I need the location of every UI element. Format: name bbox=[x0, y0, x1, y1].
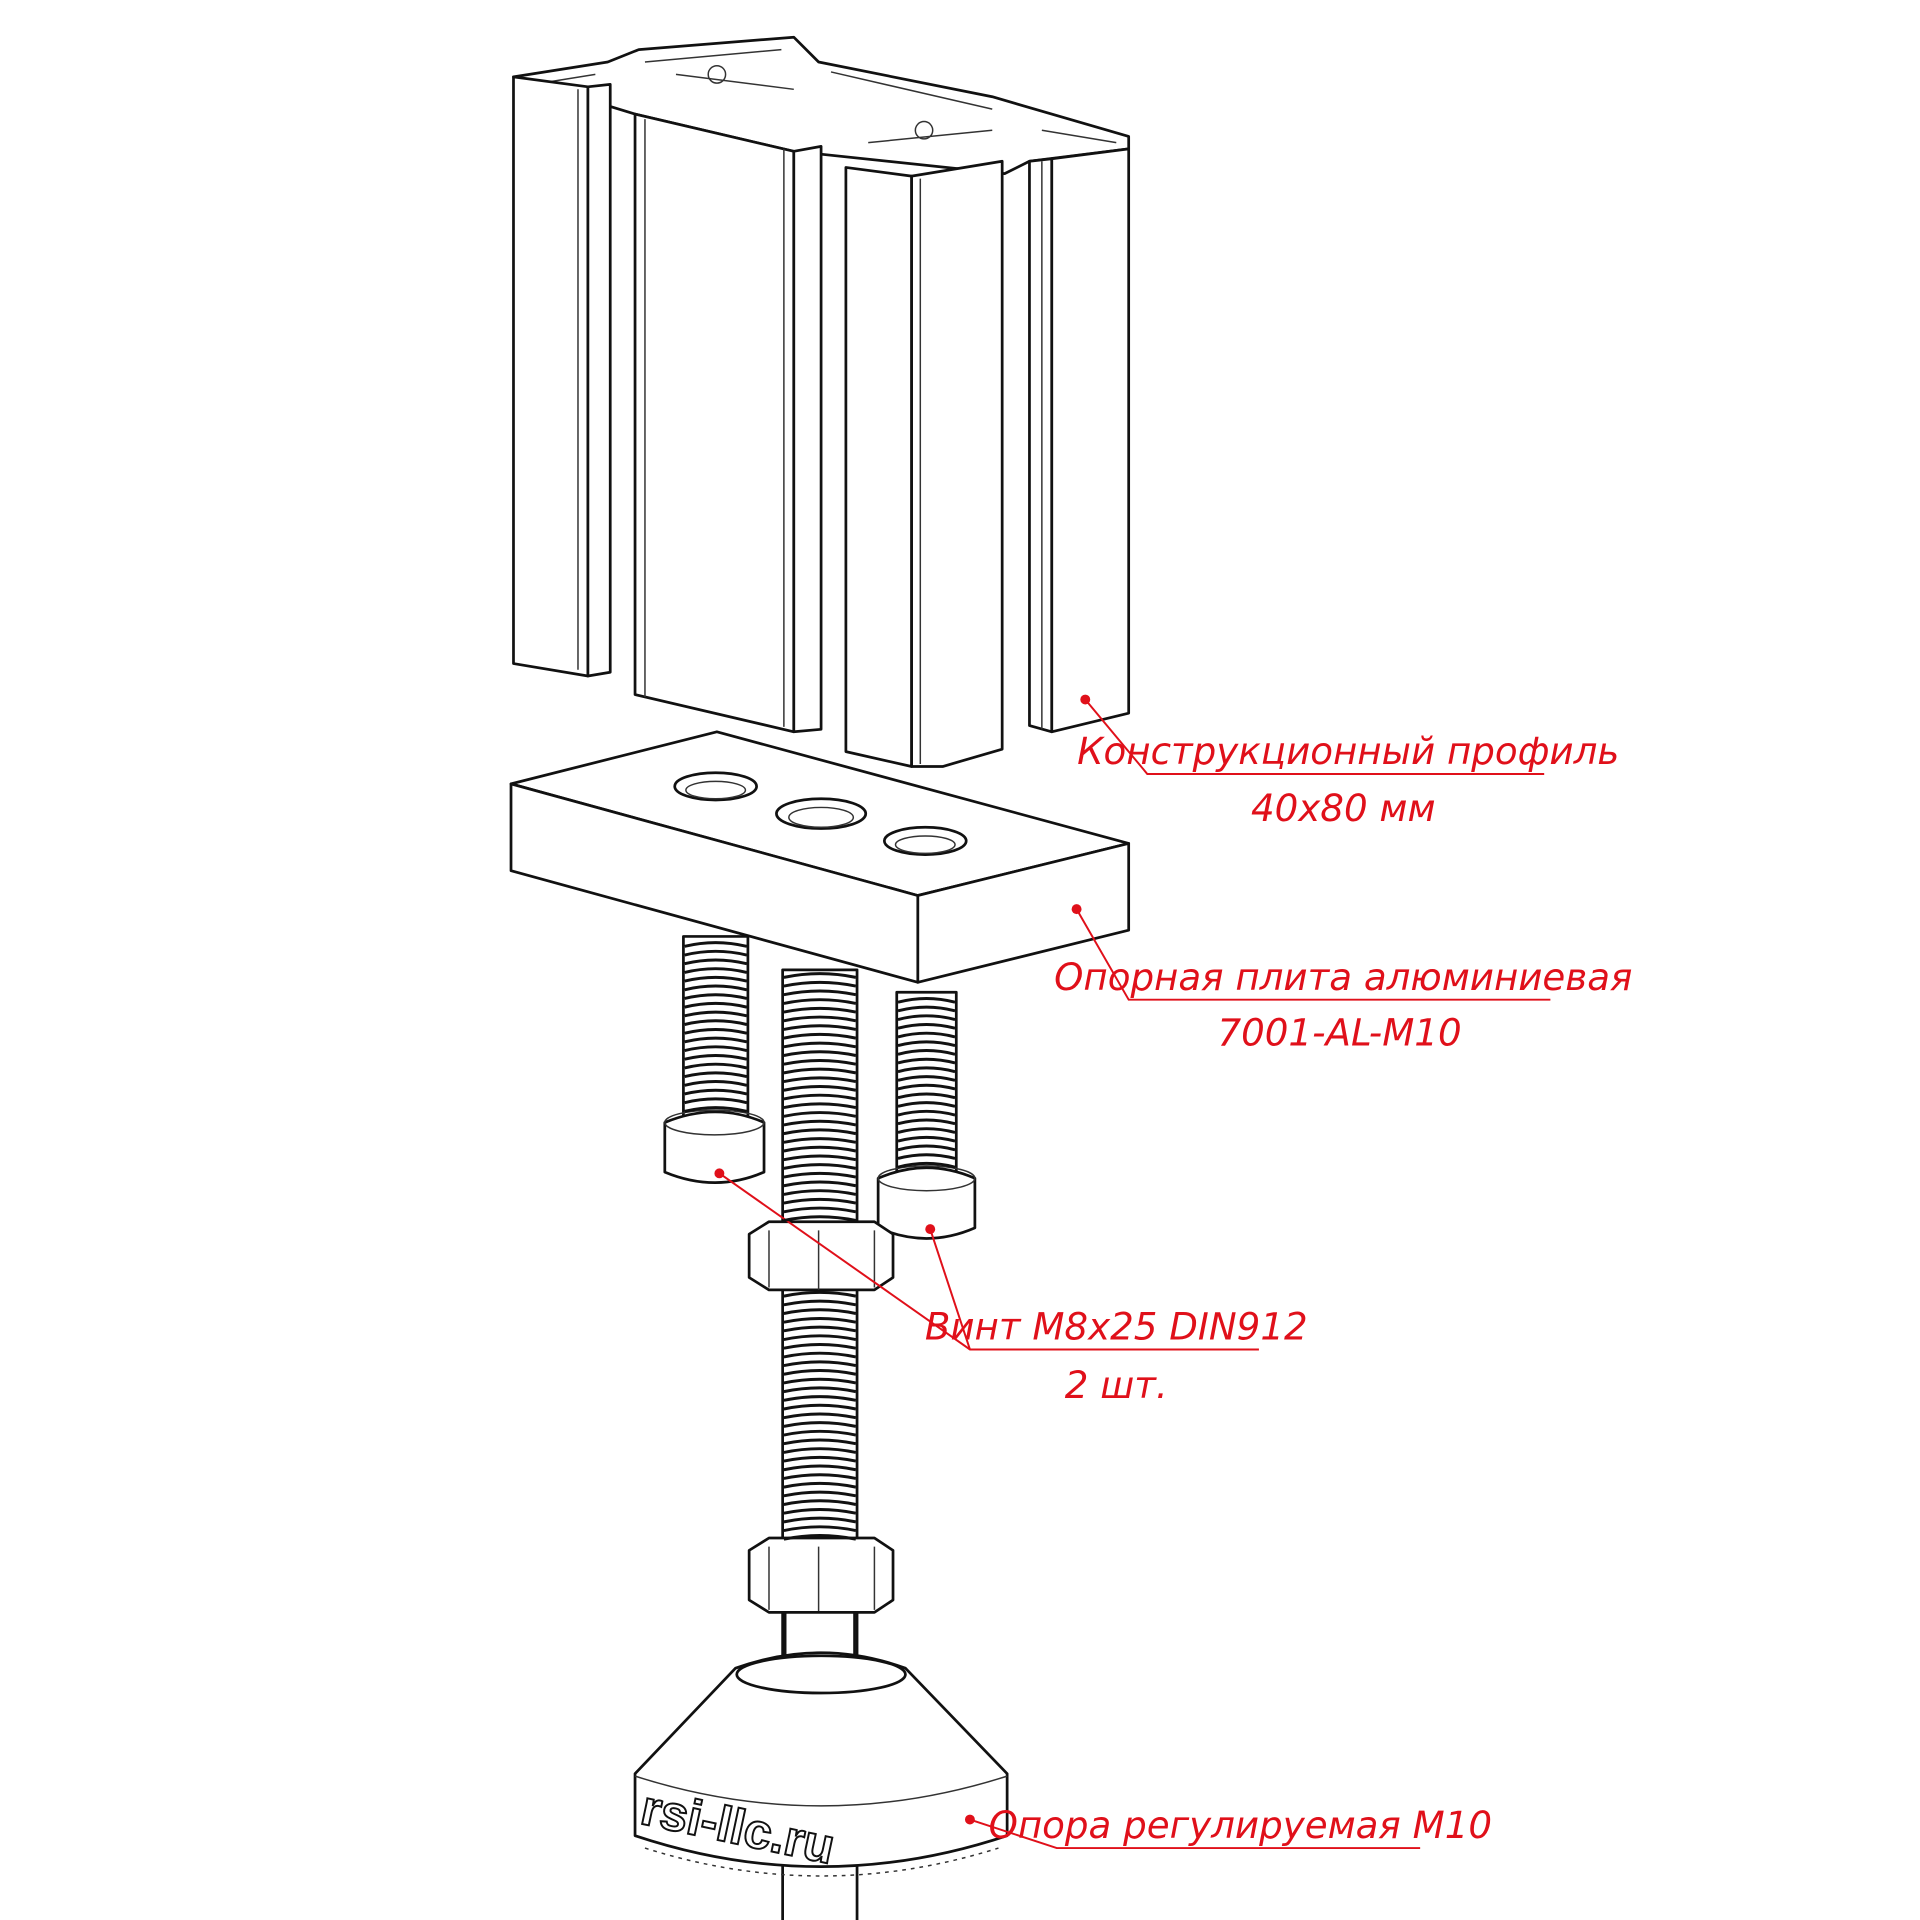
foot-thread-lower bbox=[783, 1290, 857, 1541]
annotation-screw: Винт М8х25 DIN912 2 шт. bbox=[714, 1168, 1308, 1407]
label-plate-sub: 7001-AL-M10 bbox=[1217, 1011, 1461, 1055]
screw-left-thread bbox=[684, 941, 748, 1113]
annotation-plate: Опорная плита алюминиевая 7001-AL-M10 bbox=[1054, 904, 1632, 1055]
aluminium-profile bbox=[512, 35, 1131, 768]
label-profile-sub: 40x80 мм bbox=[1251, 786, 1436, 830]
annotation-foot: Опора регулируемая М10 bbox=[964, 1803, 1492, 1850]
adjustable-foot: rsi-llc.ru bbox=[633, 968, 1009, 1920]
foot-thread-upper bbox=[783, 972, 857, 1222]
label-profile-title: Конструкционный профиль bbox=[1077, 729, 1619, 773]
screw-right bbox=[876, 990, 977, 1240]
label-foot-title: Опора регулируемая М10 bbox=[989, 1803, 1492, 1847]
support-plate bbox=[509, 730, 1131, 984]
label-screw-sub: 2 шт. bbox=[1065, 1363, 1168, 1407]
label-plate-title: Опорная плита алюминиевая bbox=[1054, 955, 1632, 999]
screw-right-thread bbox=[897, 996, 956, 1169]
screw-left bbox=[663, 935, 766, 1184]
annotation-profile: Конструкционный профиль 40x80 мм bbox=[1077, 694, 1619, 830]
label-screw-title: Винт М8х25 DIN912 bbox=[925, 1305, 1308, 1349]
